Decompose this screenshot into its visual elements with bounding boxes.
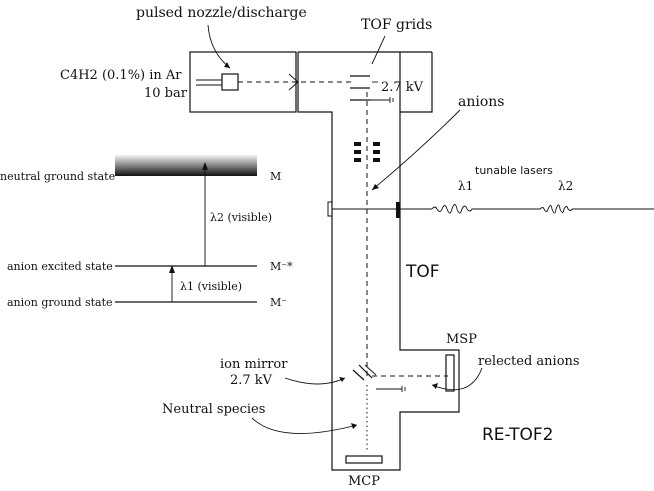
anions-label: anions [458,94,504,110]
grid-voltage-label: 2.7 kV [381,80,424,95]
anion-excited-label: anion excited state [7,260,113,273]
msp-label: MSP [446,332,477,347]
mcp-label: MCP [348,474,380,489]
mirror-pointer [284,377,346,385]
einzel-lens [354,142,380,162]
tof-grids-label: TOF grids [361,17,432,33]
ion-mirror [352,364,406,392]
neutral-ground-band [115,154,257,176]
mcp-detector [345,455,383,464]
lambda1-label: λ1 [458,179,473,193]
lambda2-label: λ2 [558,179,573,193]
anion-ground-label: anion ground state [7,296,113,309]
grid-pointer [371,35,386,65]
nozzle-label: pulsed nozzle/discharge [136,5,307,21]
ion-mirror-voltage-label: 2.7 kV [230,373,273,388]
nozzle-valve [221,73,239,91]
neutral-pointer [251,417,358,434]
tunable-lasers-label: tunable lasers [475,164,553,177]
msp-detector [445,354,455,392]
transition2-label: λ2 (visible) [210,211,272,224]
pressure-label: 10 bar [144,86,188,101]
neutral-species-label: Neutral species [162,402,265,417]
nozzle-pointer [207,24,231,69]
retof2-label: RE-TOF2 [482,425,554,445]
tof-grids [350,75,394,103]
sample-label: C4H2 (0.1%) in Ar [60,68,182,83]
tof-label: TOF [405,262,440,282]
window-right [396,202,400,218]
anion-ground-symbol: M⁻ [270,296,287,309]
neutral-ground-label: neutral ground state [0,170,115,183]
reflected-anions-label: relected anions [478,354,580,369]
ion-mirror-label: ion mirror [220,357,288,372]
tof-chamber-body [297,52,460,471]
energy-level-diagram [115,154,257,303]
laser-beam [332,204,654,214]
neutral-symbol: M [270,170,281,183]
anions-pointer [371,109,461,191]
anion-excited-symbol: M⁻* [270,260,293,273]
annotation-curves [207,24,483,434]
transition1-label: λ1 (visible) [180,280,242,293]
reflected-pointer [431,367,483,391]
skimmer [288,73,299,91]
